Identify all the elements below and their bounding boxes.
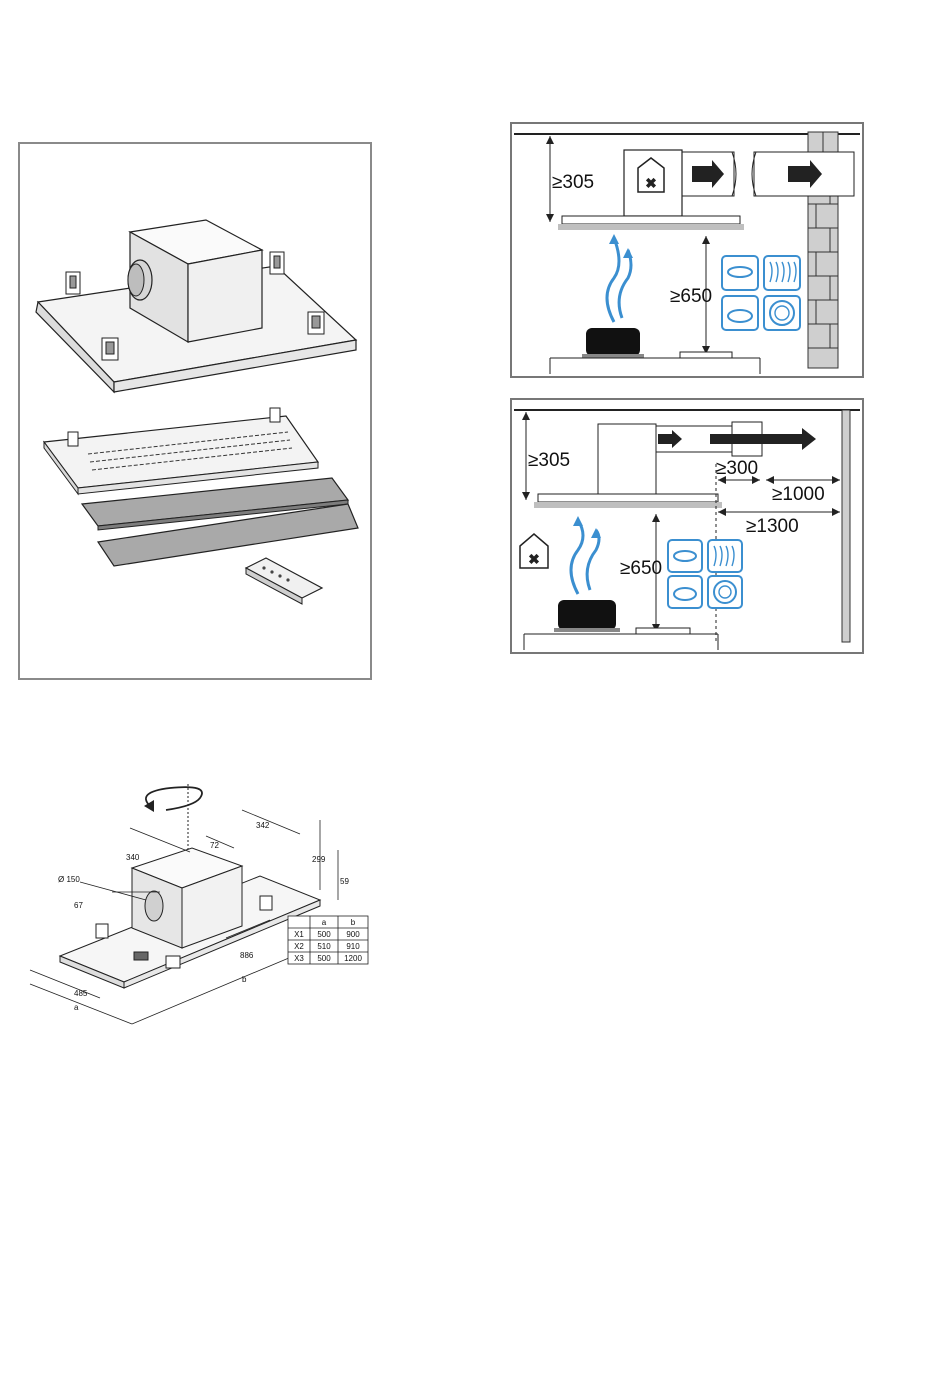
svg-text:✖: ✖	[528, 551, 540, 567]
table-cell: X1	[294, 930, 304, 939]
dim-height: 299	[312, 855, 326, 864]
dim-wall-2-label: ≥1300	[746, 516, 799, 537]
dim-label-b: b	[242, 975, 247, 984]
table-cell: 910	[346, 942, 360, 951]
table-cell: X2	[294, 942, 304, 951]
table-cell: 1200	[344, 954, 362, 963]
rotation-arrow-icon	[146, 787, 202, 810]
table-cell: X3	[294, 954, 304, 963]
dim-width-box: 342	[256, 821, 270, 830]
dim-cooktop-label: ≥650	[670, 286, 712, 307]
size-table: a b X1 500 900 X2 510 910 X3 500 1200	[288, 916, 368, 964]
parts-panel	[18, 142, 372, 680]
dim-label-a: a	[74, 1003, 79, 1012]
dim-offset: 72	[210, 841, 219, 850]
pot-illustration	[582, 328, 644, 358]
dim-top-label: ≥305	[528, 450, 570, 471]
table-cell: 500	[317, 954, 331, 963]
svg-text:✖: ✖	[645, 175, 657, 191]
dim-depth-box: 340	[126, 853, 140, 862]
dim-side-gap-label: ≥300	[716, 458, 758, 479]
table-cell: 500	[317, 930, 331, 939]
duct-installation-panel: ✖ ≥305 ≥650	[510, 122, 864, 378]
table-cell: 510	[317, 942, 331, 951]
recirculation-installation-panel: ≥305 ≥300 ≥1000 ≥1300 ≥650 ✖	[510, 398, 864, 654]
dim-cooktop-label: ≥650	[620, 558, 662, 579]
pot-illustration	[554, 600, 620, 632]
dim-length: 886	[240, 951, 254, 960]
dim-wall-1-label: ≥1000	[772, 484, 825, 505]
table-header: a	[322, 918, 327, 927]
dimension-drawing: 342 340 72 299 59 Ø 150 67 886 485 a b a…	[20, 770, 372, 1040]
dim-diameter: Ø 150	[58, 875, 80, 884]
table-header: b	[351, 918, 356, 927]
dim-plate: 59	[340, 877, 349, 886]
dim-depth: 485	[74, 989, 88, 998]
dim-pipe-height: 67	[74, 901, 83, 910]
table-cell: 900	[346, 930, 360, 939]
dim-top-label: ≥305	[552, 172, 594, 193]
